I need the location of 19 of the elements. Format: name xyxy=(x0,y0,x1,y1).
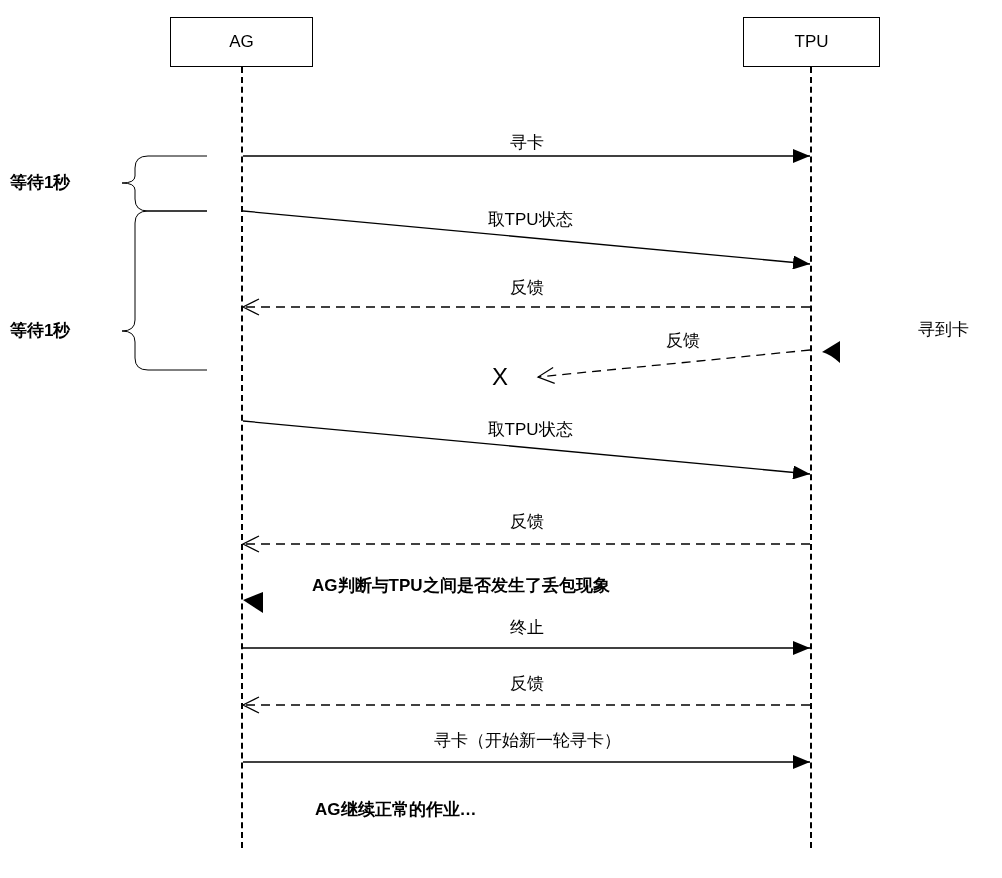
participant-box: AG xyxy=(170,17,313,67)
message-arrow xyxy=(242,755,811,769)
note-text: AG继续正常的作业… xyxy=(315,799,477,821)
message-arrow xyxy=(242,420,811,480)
note-text: AG判断与TPU之间是否发生了丢包现象 xyxy=(312,575,610,597)
message-arrow xyxy=(242,696,811,714)
message-arrow xyxy=(242,298,811,316)
message-arrow xyxy=(242,210,811,270)
lost-message-mark: X xyxy=(490,363,510,391)
participant-box: TPU xyxy=(743,17,880,67)
message-arrow xyxy=(242,149,811,163)
message-arrow xyxy=(537,349,811,384)
message-arrow xyxy=(242,535,811,553)
lifeline xyxy=(810,67,812,848)
lifeline xyxy=(241,67,243,848)
wait-note: 等待1秒 xyxy=(10,172,71,194)
message-arrow xyxy=(242,641,811,655)
wait-note: 等待1秒 xyxy=(10,320,71,342)
event-note: 寻到卡 xyxy=(918,319,969,341)
